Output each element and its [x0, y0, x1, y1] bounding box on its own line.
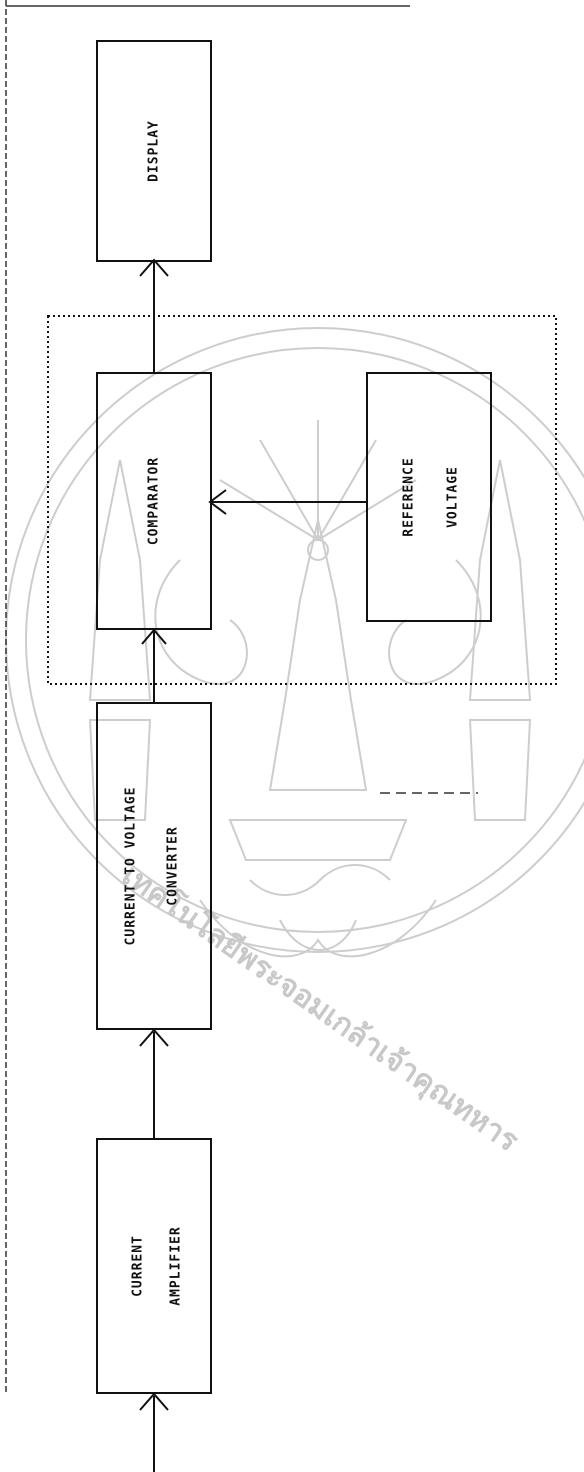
- amp-connector-overlay: [0, 0, 584, 1472]
